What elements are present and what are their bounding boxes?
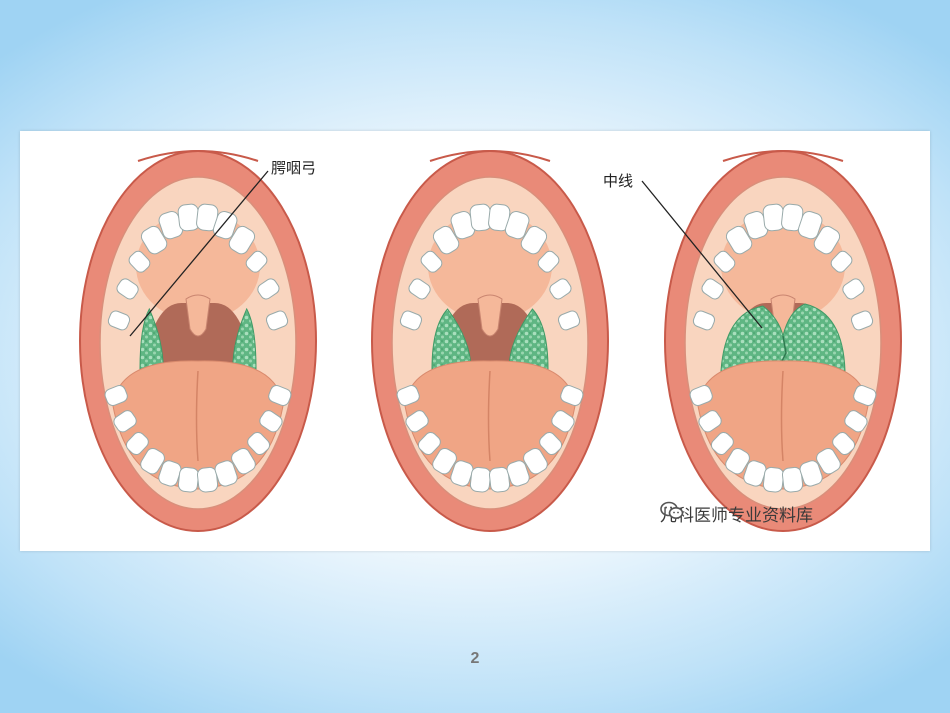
watermark-text: 儿科医师专业资料库 xyxy=(660,505,813,526)
tooth xyxy=(549,278,572,300)
tooth xyxy=(265,310,289,331)
tooth xyxy=(408,278,431,300)
tooth xyxy=(520,225,548,255)
lip-curve xyxy=(137,150,259,162)
tooth xyxy=(504,210,530,240)
left-tonsil xyxy=(431,308,472,370)
tooth xyxy=(710,432,734,456)
tooth xyxy=(797,210,823,240)
tooth xyxy=(853,385,877,407)
tooth xyxy=(488,466,511,493)
tongue-groove xyxy=(195,370,199,462)
tooth xyxy=(762,466,785,493)
tooth xyxy=(259,410,283,433)
tooth xyxy=(212,210,238,240)
tooth xyxy=(692,310,716,331)
tooth xyxy=(257,278,280,300)
uvula xyxy=(185,294,211,337)
tooth xyxy=(689,385,713,407)
right-tonsil xyxy=(508,308,549,370)
tooth xyxy=(551,410,575,433)
tooth xyxy=(539,432,563,456)
mouth-normal xyxy=(79,150,317,532)
tooth xyxy=(116,278,139,300)
tooth xyxy=(799,460,823,487)
tooth xyxy=(537,250,560,273)
tooth xyxy=(816,447,841,475)
illustration-panel: 腭咽弓 中线 儿科医师专业资料库 xyxy=(20,131,930,551)
palatopharyngeal-arch-label: 腭咽弓 xyxy=(271,159,317,177)
tooth xyxy=(140,447,165,475)
tooth xyxy=(396,385,420,407)
tooth xyxy=(420,250,443,273)
tooth xyxy=(842,278,865,300)
mouth-tonsils-touching-midline xyxy=(664,150,902,532)
tongue-groove xyxy=(780,370,784,462)
tooth xyxy=(196,466,219,493)
tooth xyxy=(245,250,268,273)
tongue-groove xyxy=(487,370,491,462)
throat xyxy=(143,302,253,371)
tooth xyxy=(177,466,200,493)
tooth xyxy=(107,310,131,331)
tooth xyxy=(399,310,423,331)
tooth xyxy=(725,447,750,475)
left-tonsil xyxy=(139,307,164,370)
tooth xyxy=(231,447,256,475)
page-number: 2 xyxy=(470,650,480,667)
tooth xyxy=(228,225,256,255)
tooth xyxy=(125,432,149,456)
lip-curve xyxy=(722,150,844,162)
tooth xyxy=(725,225,753,255)
tooth xyxy=(850,310,874,331)
tooth xyxy=(781,466,804,493)
tooth xyxy=(113,410,137,433)
tooth xyxy=(104,385,128,407)
palatopharyngeal-arch-leader xyxy=(129,170,269,337)
tooth xyxy=(523,447,548,475)
mouth-enlarged-tonsils xyxy=(371,150,609,532)
tooth xyxy=(713,250,736,273)
tooth xyxy=(247,432,271,456)
tooth xyxy=(405,410,429,433)
tooth xyxy=(560,385,584,407)
midline-leader xyxy=(641,180,763,329)
wechat-icon xyxy=(660,501,684,519)
tooth xyxy=(830,250,853,273)
tooth xyxy=(557,310,581,331)
tooth xyxy=(506,460,530,487)
uvula xyxy=(477,294,503,337)
tooth xyxy=(469,466,492,493)
tooth xyxy=(832,432,856,456)
tooth xyxy=(813,225,841,255)
tooth xyxy=(432,447,457,475)
tooth xyxy=(140,225,168,255)
tooth xyxy=(417,432,441,456)
tooth xyxy=(698,410,722,433)
mouth-illustrations xyxy=(79,150,902,532)
tooth xyxy=(844,410,868,433)
tooth xyxy=(128,250,151,273)
lip-curve xyxy=(429,150,551,162)
right-tonsil xyxy=(232,307,257,370)
tooth xyxy=(701,278,724,300)
tooth xyxy=(432,225,460,255)
watermark: 儿科医师专业资料库 xyxy=(660,501,813,526)
midline-label: 中线 xyxy=(603,172,634,190)
tooth xyxy=(268,385,292,407)
tooth xyxy=(214,460,238,487)
